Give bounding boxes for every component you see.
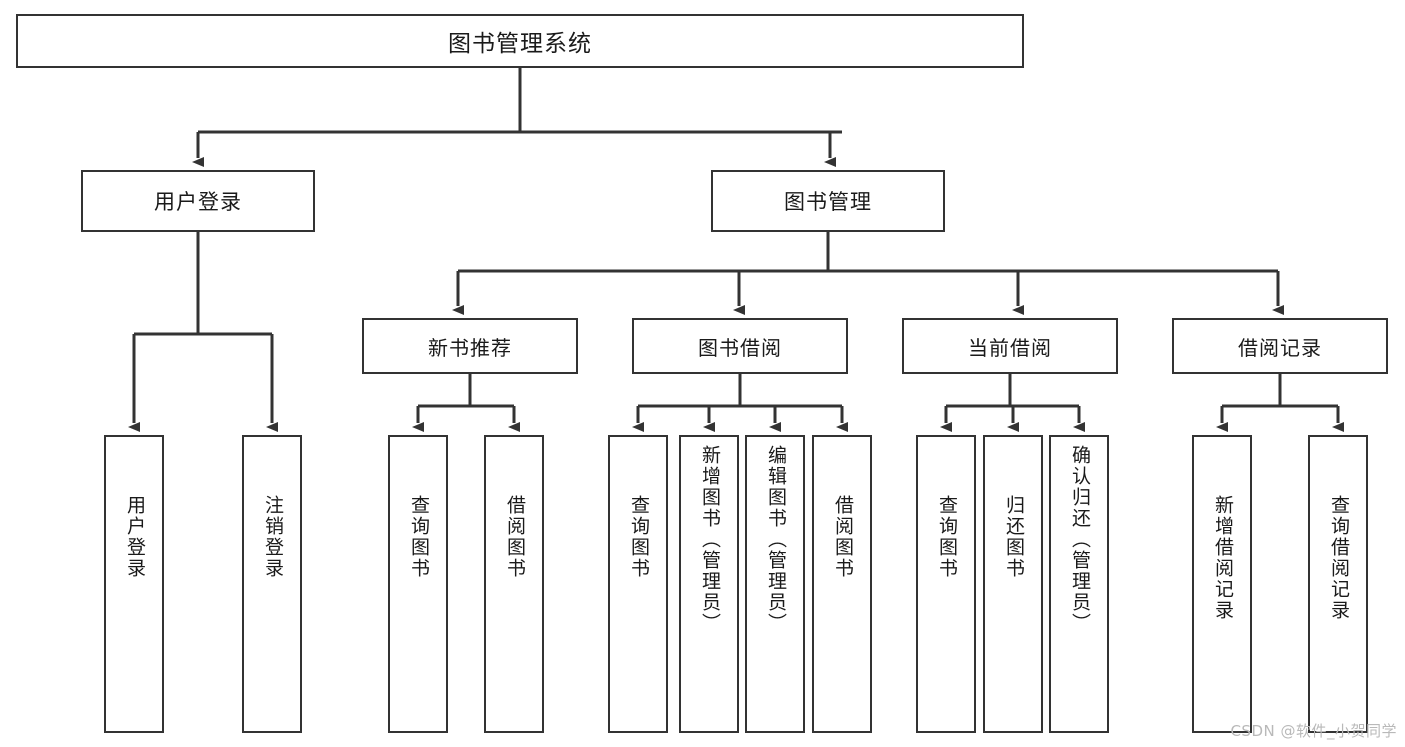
node-leaf-bb-query[interactable]: 查询图书 [608, 435, 668, 733]
node-new-book-rec[interactable]: 新书推荐 [362, 318, 578, 374]
node-leaf-bb-edit[interactable]: 编辑图书（管理员） [745, 435, 805, 733]
node-leaf-bb-borrow[interactable]: 借阅图书 [812, 435, 872, 733]
node-book-borrow-label: 图书借阅 [698, 335, 782, 360]
node-leaf-rec-query[interactable]: 查询图书 [388, 435, 448, 733]
node-leaf-cb-return-label: 归还图书 [1002, 495, 1025, 579]
node-root-label: 图书管理系统 [448, 31, 592, 57]
node-user-login-label: 用户登录 [154, 190, 242, 214]
node-book-borrow[interactable]: 图书借阅 [632, 318, 848, 374]
node-new-book-rec-label: 新书推荐 [428, 335, 512, 360]
node-leaf-user-logout-label: 注销登录 [261, 495, 284, 579]
node-leaf-cb-query-label: 查询图书 [935, 495, 958, 579]
node-leaf-cb-query[interactable]: 查询图书 [916, 435, 976, 733]
node-borrow-record-label: 借阅记录 [1238, 335, 1322, 360]
node-leaf-user-login-label: 用户登录 [123, 495, 146, 579]
node-leaf-user-login[interactable]: 用户登录 [104, 435, 164, 733]
node-leaf-cb-return[interactable]: 归还图书 [983, 435, 1043, 733]
node-current-borrow[interactable]: 当前借阅 [902, 318, 1118, 374]
node-user-login[interactable]: 用户登录 [81, 170, 315, 232]
node-leaf-cb-confirm-label: 确认归还（管理员） [1068, 445, 1091, 634]
node-current-borrow-label: 当前借阅 [968, 335, 1052, 360]
node-leaf-br-query-label: 查询借阅记录 [1327, 495, 1350, 621]
node-book-mgmt[interactable]: 图书管理 [711, 170, 945, 232]
node-leaf-bb-add[interactable]: 新增图书（管理员） [679, 435, 739, 733]
node-leaf-rec-borrow[interactable]: 借阅图书 [484, 435, 544, 733]
node-leaf-rec-query-label: 查询图书 [407, 495, 430, 579]
node-leaf-bb-query-label: 查询图书 [627, 495, 650, 579]
node-leaf-br-add-label: 新增借阅记录 [1211, 495, 1234, 621]
node-leaf-bb-add-label: 新增图书（管理员） [698, 445, 721, 634]
node-leaf-bb-borrow-label: 借阅图书 [831, 495, 854, 579]
node-book-mgmt-label: 图书管理 [784, 190, 872, 214]
node-leaf-br-add[interactable]: 新增借阅记录 [1192, 435, 1252, 733]
node-leaf-user-logout[interactable]: 注销登录 [242, 435, 302, 733]
node-root[interactable]: 图书管理系统 [16, 14, 1024, 68]
node-leaf-br-query[interactable]: 查询借阅记录 [1308, 435, 1368, 733]
node-leaf-bb-edit-label: 编辑图书（管理员） [764, 445, 787, 634]
node-leaf-rec-borrow-label: 借阅图书 [503, 495, 526, 579]
node-leaf-cb-confirm[interactable]: 确认归还（管理员） [1049, 435, 1109, 733]
watermark-text: CSDN @软件_小贺同学 [1230, 722, 1397, 740]
node-borrow-record[interactable]: 借阅记录 [1172, 318, 1388, 374]
